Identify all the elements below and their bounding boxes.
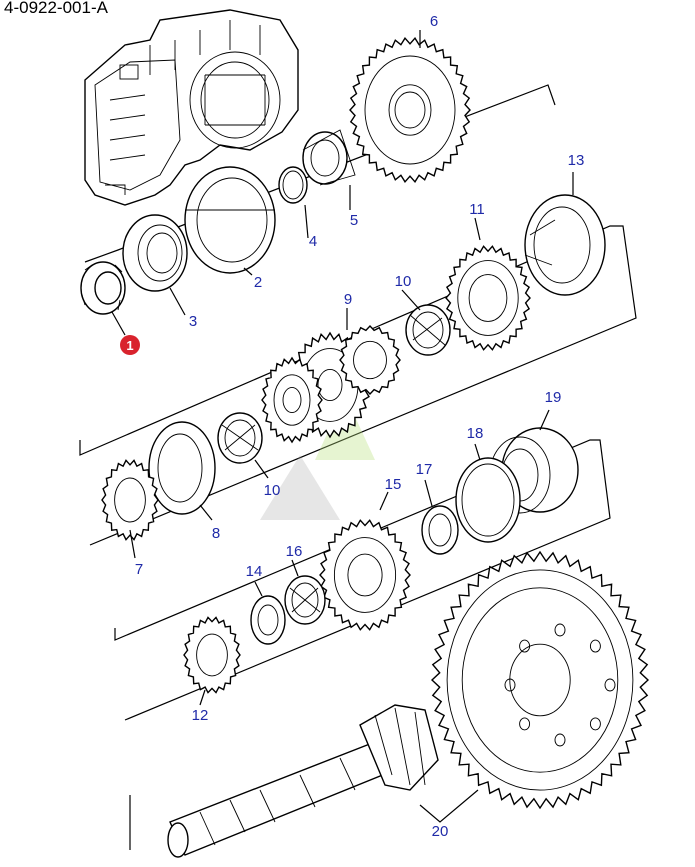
part-4-snap-ring xyxy=(278,166,308,204)
callout-8[interactable]: 8 xyxy=(212,525,220,542)
callout-9[interactable]: 9 xyxy=(344,291,352,308)
part-15-gear xyxy=(319,519,411,631)
part-5-sleeve xyxy=(302,129,356,186)
callout-13[interactable]: 13 xyxy=(568,152,585,169)
callout-18[interactable]: 18 xyxy=(467,425,484,442)
callout-19[interactable]: 19 xyxy=(545,389,562,406)
callout-5[interactable]: 5 xyxy=(350,212,358,229)
part-10-needle-bearing-lower xyxy=(217,412,263,464)
group-frame-lower xyxy=(114,439,611,721)
leader-lines xyxy=(111,30,574,823)
part-13-ring xyxy=(524,194,606,296)
part-12-gear xyxy=(183,616,241,694)
callout-16[interactable]: 16 xyxy=(286,543,303,560)
part-8-ring xyxy=(148,421,216,515)
part-1-nut xyxy=(80,261,126,315)
part-17-washer xyxy=(421,505,459,555)
callout-17[interactable]: 17 xyxy=(416,461,433,478)
callout-1[interactable]: 1 xyxy=(126,338,133,353)
drawing-id: 4-0922-001-A xyxy=(4,0,108,17)
transmission-housing xyxy=(84,9,299,206)
callout-7[interactable]: 7 xyxy=(135,561,143,578)
callout-14[interactable]: 14 xyxy=(246,563,263,580)
callout-labels: 1 2 3 4 5 6 7 8 9 10 10 11 12 13 14 15 1… xyxy=(126,13,584,840)
part-10-needle-bearing-upper xyxy=(405,304,451,356)
callout-15[interactable]: 15 xyxy=(385,476,402,493)
part-2-cup xyxy=(184,166,276,274)
part-14-washer xyxy=(250,595,286,645)
highlight-badge xyxy=(120,335,140,355)
part-11-gear xyxy=(445,245,531,351)
part-7-gear xyxy=(101,459,159,541)
part-20-crown-wheel xyxy=(430,550,650,810)
part-20-pinion-shaft xyxy=(167,704,439,858)
callout-10-upper[interactable]: 10 xyxy=(395,273,412,290)
callout-20[interactable]: 20 xyxy=(432,823,449,840)
part-16-needle-bearing xyxy=(284,575,326,625)
group-frame-middle xyxy=(79,225,637,546)
part-9-cluster-gear xyxy=(261,324,401,444)
callout-4[interactable]: 4 xyxy=(309,233,317,250)
callout-12[interactable]: 12 xyxy=(192,707,209,724)
callout-3[interactable]: 3 xyxy=(189,313,197,330)
callout-10-lower[interactable]: 10 xyxy=(264,482,281,499)
callout-11[interactable]: 11 xyxy=(469,201,485,218)
part-6-gear xyxy=(349,37,471,183)
callout-6[interactable]: 6 xyxy=(430,13,438,30)
part-3-bearing xyxy=(122,214,188,292)
callout-2[interactable]: 2 xyxy=(254,274,262,291)
part-18-o-ring xyxy=(455,457,521,543)
